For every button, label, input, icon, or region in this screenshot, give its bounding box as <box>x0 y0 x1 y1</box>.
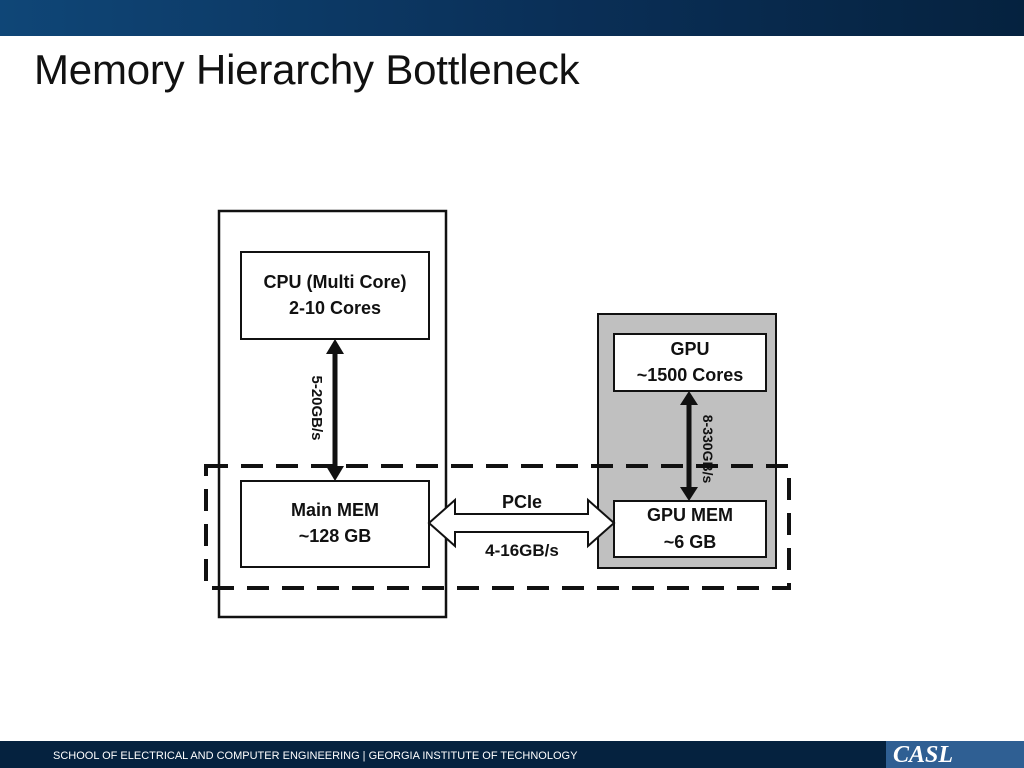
gpu-mem-label: GPU MEM <box>647 505 733 525</box>
main-mem-label: Main MEM <box>291 500 379 520</box>
footer-logo-box <box>886 741 1024 768</box>
gpu-mem-arrow <box>680 391 698 501</box>
memory-region-outline <box>204 464 791 590</box>
cpu-label: CPU (Multi Core) <box>264 272 407 292</box>
cpu-cores-label: 2-10 Cores <box>289 298 381 318</box>
main-mem-size-label: ~128 GB <box>299 526 372 546</box>
gpu-mem-size-label: ~6 GB <box>664 532 717 552</box>
cpu-box: CPU (Multi Core) 2-10 Cores <box>240 251 430 340</box>
footer-text: SCHOOL OF ELECTRICAL AND COMPUTER ENGINE… <box>53 750 578 762</box>
pcie-arrow <box>427 497 616 549</box>
pcie-label: PCIe <box>502 492 542 512</box>
gpu-label: GPU <box>670 339 709 359</box>
gpu-box: GPU ~1500 Cores <box>613 333 767 392</box>
gpu-mem-box: GPU MEM ~6 GB <box>613 500 767 558</box>
gpu-mem-bandwidth-label: 8-330GB/s <box>700 415 716 484</box>
casl-logo: CASL <box>893 742 954 768</box>
main-mem-box: Main MEM ~128 GB <box>240 480 430 568</box>
slide-title: Memory Hierarchy Bottleneck <box>34 46 580 93</box>
cpu-mem-bandwidth-label: 5-20GB/s <box>308 375 325 440</box>
pcie-bandwidth-label: 4-16GB/s <box>485 541 559 560</box>
cpu-mem-arrow <box>326 339 344 481</box>
footer-bar <box>0 741 886 768</box>
top-banner <box>0 0 1024 36</box>
gpu-cores-label: ~1500 Cores <box>637 365 744 385</box>
